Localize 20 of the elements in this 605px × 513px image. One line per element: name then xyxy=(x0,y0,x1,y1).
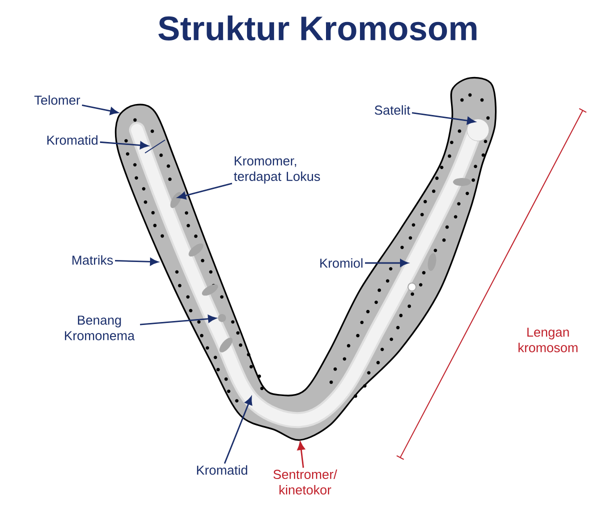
leader-line xyxy=(224,396,252,464)
leader-line xyxy=(178,182,232,200)
leader-line xyxy=(82,104,118,115)
part-label: Kromatid xyxy=(197,465,248,475)
part-label: Kromatid xyxy=(47,135,98,145)
leader-line xyxy=(412,112,476,125)
part-label: Kromiol xyxy=(320,258,362,268)
part-label: Matriks xyxy=(72,255,113,265)
dimension-label: Lengan kromosom xyxy=(518,328,578,352)
leader-line xyxy=(114,258,158,266)
part-label: Satelit xyxy=(374,105,410,115)
title: Struktur Kromosom xyxy=(158,16,476,40)
part-label: Kromomer, terdapat Lokus xyxy=(234,156,320,184)
leader-line xyxy=(365,259,408,267)
part-label: Benang Kromonema xyxy=(64,316,135,340)
leader-line xyxy=(140,314,216,326)
part-label: Telomer xyxy=(34,95,80,105)
leader-line xyxy=(100,141,148,150)
leader-line xyxy=(297,442,305,468)
part-label: Sentromer/ kinetokor xyxy=(273,469,338,495)
